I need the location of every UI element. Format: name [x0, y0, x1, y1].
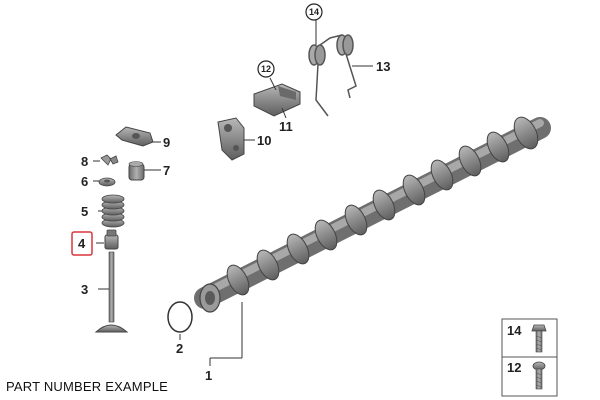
torsion-spring	[308, 34, 357, 117]
callout-7: 7	[163, 163, 170, 178]
callout-5: 5	[81, 204, 88, 219]
callout-9: 9	[163, 135, 170, 150]
callout-14-circle	[305, 3, 323, 21]
valve-spring	[101, 194, 125, 228]
rocker-arm	[115, 126, 154, 147]
callout-12-circle	[257, 60, 275, 78]
callout-11: 11	[279, 119, 293, 134]
fastener-legend: 14 12	[501, 318, 558, 397]
valve-stem-seal	[104, 229, 119, 250]
callout-4-highlight-box	[71, 231, 93, 256]
o-ring	[167, 301, 193, 333]
bracket	[217, 117, 245, 161]
callout-4: 4	[78, 236, 86, 251]
valve-keeper	[100, 154, 119, 166]
callout-2: 2	[176, 341, 183, 356]
legend-label-12: 12	[507, 360, 521, 375]
part-number-example-caption: PART NUMBER EXAMPLE	[6, 379, 169, 394]
callout-1: 1	[205, 368, 212, 383]
callout-10: 10	[257, 133, 271, 148]
callout-12: 12	[261, 64, 271, 74]
sensor-block	[253, 83, 301, 117]
callout-13: 13	[376, 59, 390, 74]
callout-6: 6	[81, 174, 88, 189]
callout-8: 8	[81, 154, 88, 169]
bolt-icon	[531, 324, 547, 353]
legend-label-14: 14	[507, 323, 522, 338]
leader-lines	[93, 20, 373, 366]
camshaft	[194, 116, 551, 313]
hydraulic-lifter	[128, 161, 145, 181]
callouts: 1 2 3 4 5 6 7 8 9 10 11 12 13 14	[71, 3, 390, 383]
callout-14: 14	[309, 7, 319, 17]
screw-icon	[532, 361, 546, 390]
callout-3: 3	[81, 282, 88, 297]
spring-retainer	[98, 177, 116, 187]
valve	[94, 251, 129, 333]
